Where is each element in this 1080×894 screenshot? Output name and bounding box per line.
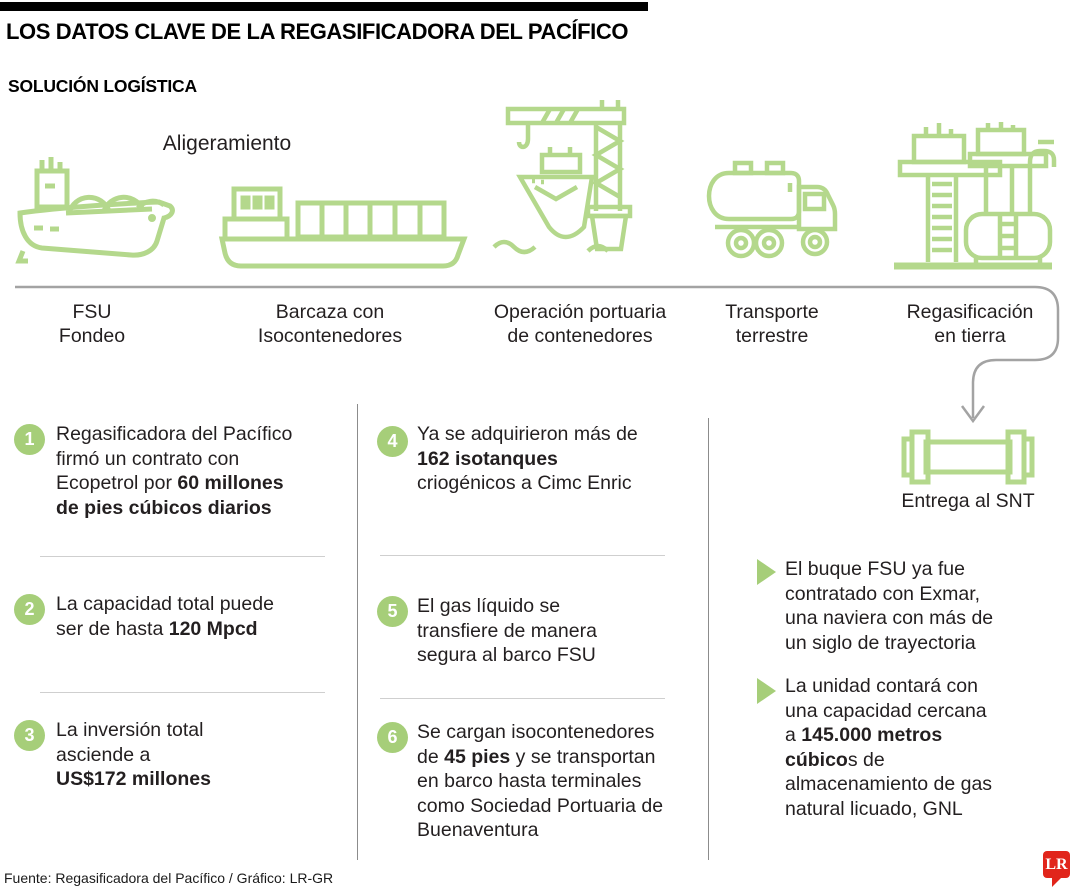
column-divider — [357, 404, 358, 860]
lr-logo-tail — [1052, 877, 1062, 887]
fact-divider — [380, 698, 665, 699]
fact-number-badge: 5 — [377, 596, 408, 627]
fact-divider — [40, 556, 325, 557]
fact-number-badge: 3 — [14, 720, 45, 751]
fact-divider — [380, 555, 665, 556]
column-divider — [708, 418, 709, 860]
step-label-operacion-portuaria: Operación portuaria de contenedores — [493, 301, 667, 347]
bullet-triangle-icon — [757, 559, 776, 585]
tanker-truck-icon — [705, 155, 840, 267]
bullet-triangle-icon — [757, 678, 776, 704]
fact-number-badge: 2 — [14, 594, 45, 625]
arrowhead-icon — [960, 405, 986, 424]
fact-number-badge: 1 — [14, 424, 45, 455]
fact-divider — [40, 692, 325, 693]
step-label-fsu-fondeo: FSU Fondeo — [58, 301, 126, 347]
pipe-icon — [900, 428, 1036, 486]
source-credit: Fuente: Regasificadora del Pacífico / Gr… — [4, 870, 334, 886]
delivery-snt-label: Entrega al SNT — [901, 490, 1035, 512]
title-bar-rule — [0, 2, 648, 11]
container-barge-icon — [218, 185, 468, 270]
fact-number-badge: 6 — [377, 722, 408, 753]
lng-carrier-icon — [12, 155, 178, 269]
step-label-regasificacion: Regasificación en tierra — [906, 301, 1034, 347]
section-subtitle: SOLUCIÓN LOGÍSTICA — [8, 76, 197, 96]
lr-logo: LR — [1043, 851, 1070, 878]
regasification-plant-icon — [888, 122, 1058, 270]
step-label-transporte: Transporte terrestre — [725, 301, 819, 347]
page-title: LOS DATOS CLAVE DE LA REGASIFICADORA DEL… — [6, 19, 629, 44]
aligeramiento-label: Aligeramiento — [162, 132, 292, 155]
step-label-barcaza: Barcaza con Isocontenedores — [257, 301, 403, 347]
flow-connector-arrow — [15, 285, 1060, 424]
fact-number-badge: 4 — [377, 426, 408, 457]
port-crane-icon — [490, 97, 638, 263]
